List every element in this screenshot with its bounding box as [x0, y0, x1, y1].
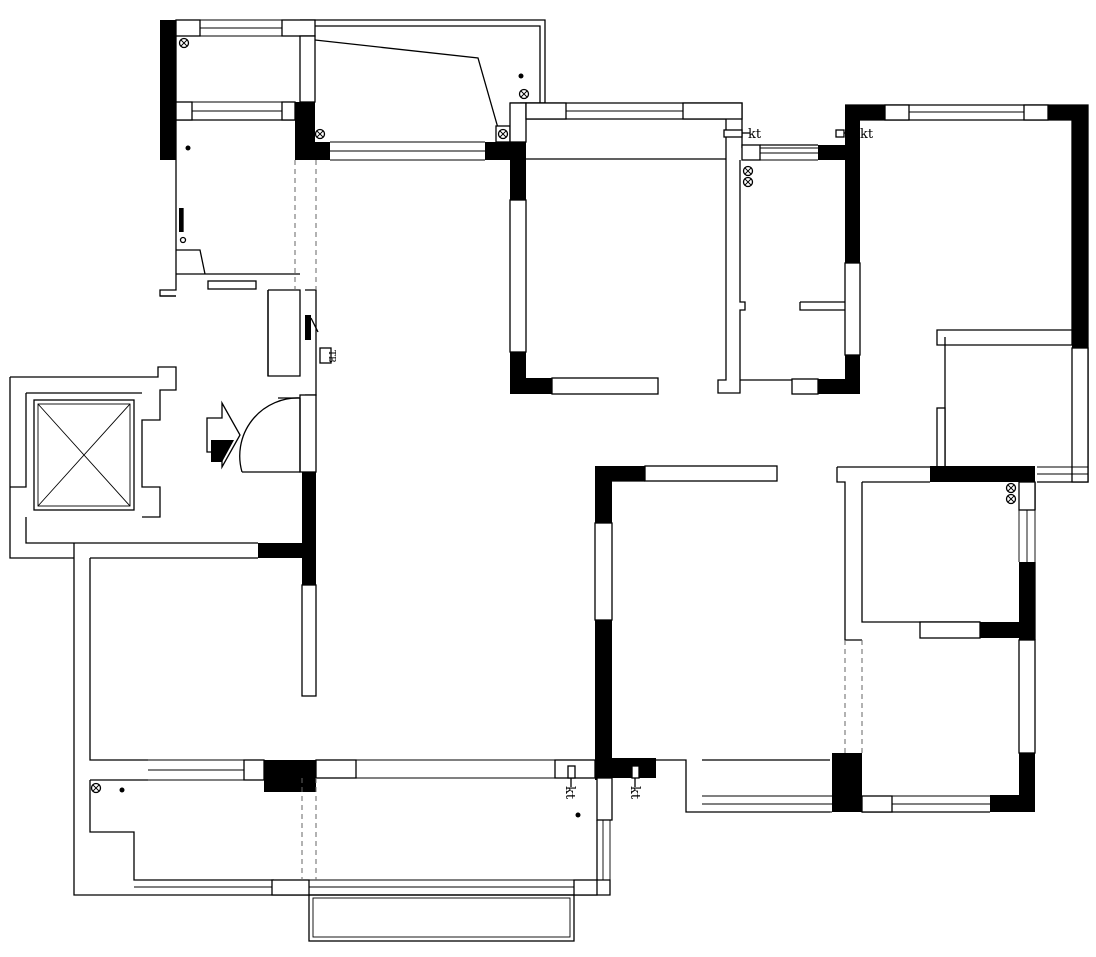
- ac-markers: kt kt kt kt: [562, 127, 874, 800]
- door-icon: [239, 394, 317, 473]
- kitchen-fixtures: [176, 208, 319, 340]
- wall-stubs: [175, 19, 1089, 896]
- meter-box: TB: [319, 347, 336, 364]
- pipe-icon: [90, 37, 1017, 794]
- kt-label-2: kt: [860, 127, 874, 142]
- entrance-arrow-icon: [206, 400, 241, 470]
- structural-walls: [160, 20, 1088, 812]
- kt-label-3: kt: [562, 786, 577, 800]
- elevator-shaft-icon: [33, 399, 135, 511]
- floor-drain-icon: [119, 73, 581, 818]
- meter-box-label: TB: [326, 350, 336, 363]
- opening-lines: [294, 160, 863, 880]
- window-icon: [134, 19, 1088, 896]
- kt-label-4: kt: [627, 786, 642, 800]
- kt-label-1: kt: [748, 127, 762, 142]
